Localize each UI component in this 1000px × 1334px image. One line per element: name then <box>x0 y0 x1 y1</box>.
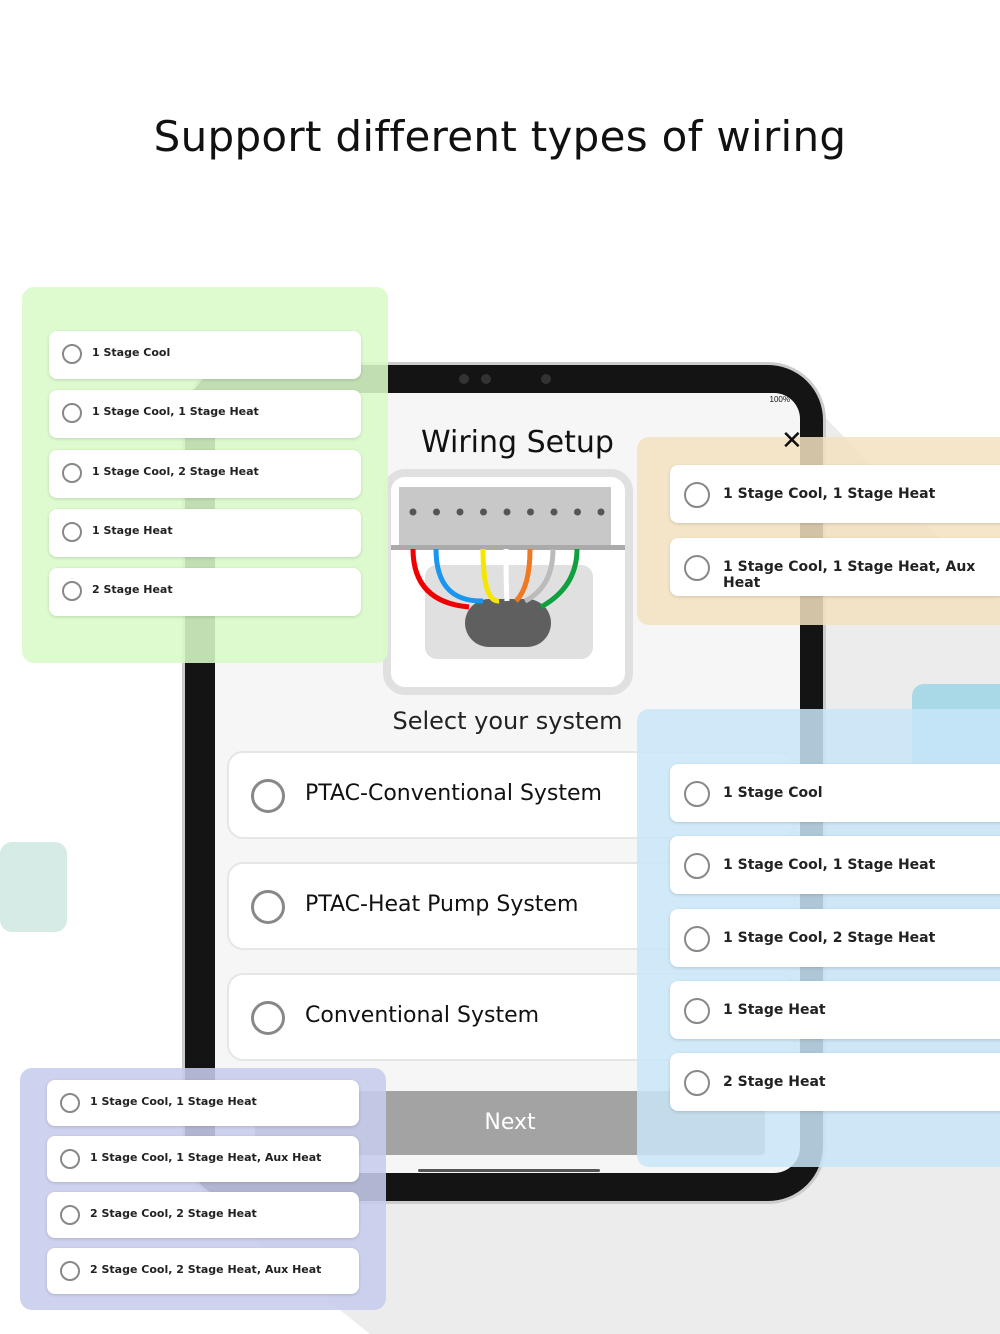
wire <box>523 548 556 604</box>
radio-icon[interactable] <box>62 403 82 424</box>
wiring-option-purple[interactable]: 1 Stage Cool, 1 Stage Heat, Aux Heat <box>47 1136 359 1182</box>
radio-icon[interactable] <box>251 890 285 924</box>
radio-icon[interactable] <box>60 1205 80 1225</box>
wire <box>503 548 510 602</box>
wiring-option-blue[interactable]: 1 Stage Cool <box>670 764 1000 822</box>
wiring-option-purple[interactable]: 2 Stage Cool, 2 Stage Heat, Aux Heat <box>47 1248 359 1294</box>
radio-icon[interactable] <box>684 925 710 952</box>
radio-icon[interactable] <box>684 1070 710 1097</box>
wire <box>433 548 484 604</box>
wire <box>514 548 533 603</box>
page-title: Wiring Setup <box>421 425 614 460</box>
wiring-diagram-icon <box>391 487 625 659</box>
wiring-option-blue[interactable]: 1 Stage Cool, 2 Stage Heat <box>670 908 1000 967</box>
radio-icon[interactable] <box>62 344 82 364</box>
radio-icon[interactable] <box>684 997 710 1024</box>
terminal-screw <box>503 508 511 516</box>
terminal-screw <box>574 508 581 516</box>
decor-block <box>0 842 67 932</box>
radio-icon[interactable] <box>684 554 710 581</box>
terminal-screw <box>409 508 417 516</box>
camera-dot <box>541 374 551 384</box>
wire <box>539 548 580 610</box>
wire <box>480 548 500 604</box>
camera-dot <box>459 374 469 384</box>
wiring-option-blue[interactable]: 2 Stage Heat <box>670 1053 1000 1112</box>
wiring-option-blue[interactable]: 1 Stage Heat <box>670 980 1000 1039</box>
radio-icon[interactable] <box>60 1093 80 1113</box>
wiring-option-purple[interactable]: 2 Stage Cool, 2 Stage Heat <box>47 1192 359 1238</box>
select-system-label: Select your system <box>392 707 623 735</box>
radio-icon[interactable] <box>62 581 82 602</box>
terminal-screw <box>456 508 464 516</box>
radio-icon[interactable] <box>62 521 82 542</box>
terminal-screw <box>527 508 534 516</box>
wiring-option-green[interactable]: 1 Stage Cool, 2 Stage Heat <box>49 449 361 498</box>
wiring-option-orange[interactable]: 1 Stage Cool, 1 Stage Heat, Aux Heat <box>670 537 1000 596</box>
radio-icon[interactable] <box>684 482 710 508</box>
camera-dot <box>481 374 491 384</box>
close-icon[interactable]: ✕ <box>781 425 800 455</box>
wiring-option-orange[interactable]: 1 Stage Cool, 1 Stage Heat <box>670 465 1000 523</box>
wiring-option-green[interactable]: 1 Stage Heat <box>49 508 361 557</box>
radio-icon[interactable] <box>60 1149 80 1169</box>
battery-status: 100% <box>769 395 790 404</box>
radio-icon[interactable] <box>684 781 710 807</box>
terminal-screw <box>480 508 487 516</box>
wiring-option-green[interactable]: 2 Stage Heat <box>49 568 361 617</box>
headline: Support different types of wiring <box>153 112 847 161</box>
wiring-illustration <box>383 469 633 695</box>
radio-icon[interactable] <box>251 779 285 813</box>
wiring-option-blue[interactable]: 1 Stage Cool, 1 Stage Heat <box>670 836 1000 895</box>
radio-icon[interactable] <box>62 462 82 483</box>
terminal-screw <box>597 508 605 516</box>
wire <box>410 548 470 610</box>
home-indicator <box>418 1169 600 1172</box>
radio-icon[interactable] <box>60 1261 80 1281</box>
radio-icon[interactable] <box>251 1001 285 1035</box>
wiring-option-green[interactable]: 1 Stage Cool, 1 Stage Heat <box>49 390 361 439</box>
wiring-option-purple[interactable]: 1 Stage Cool, 1 Stage Heat <box>47 1080 359 1126</box>
radio-icon[interactable] <box>684 853 710 880</box>
terminal-screw <box>550 508 558 516</box>
wiring-option-green[interactable]: 1 Stage Cool <box>49 331 361 379</box>
terminal-screw <box>433 508 440 516</box>
